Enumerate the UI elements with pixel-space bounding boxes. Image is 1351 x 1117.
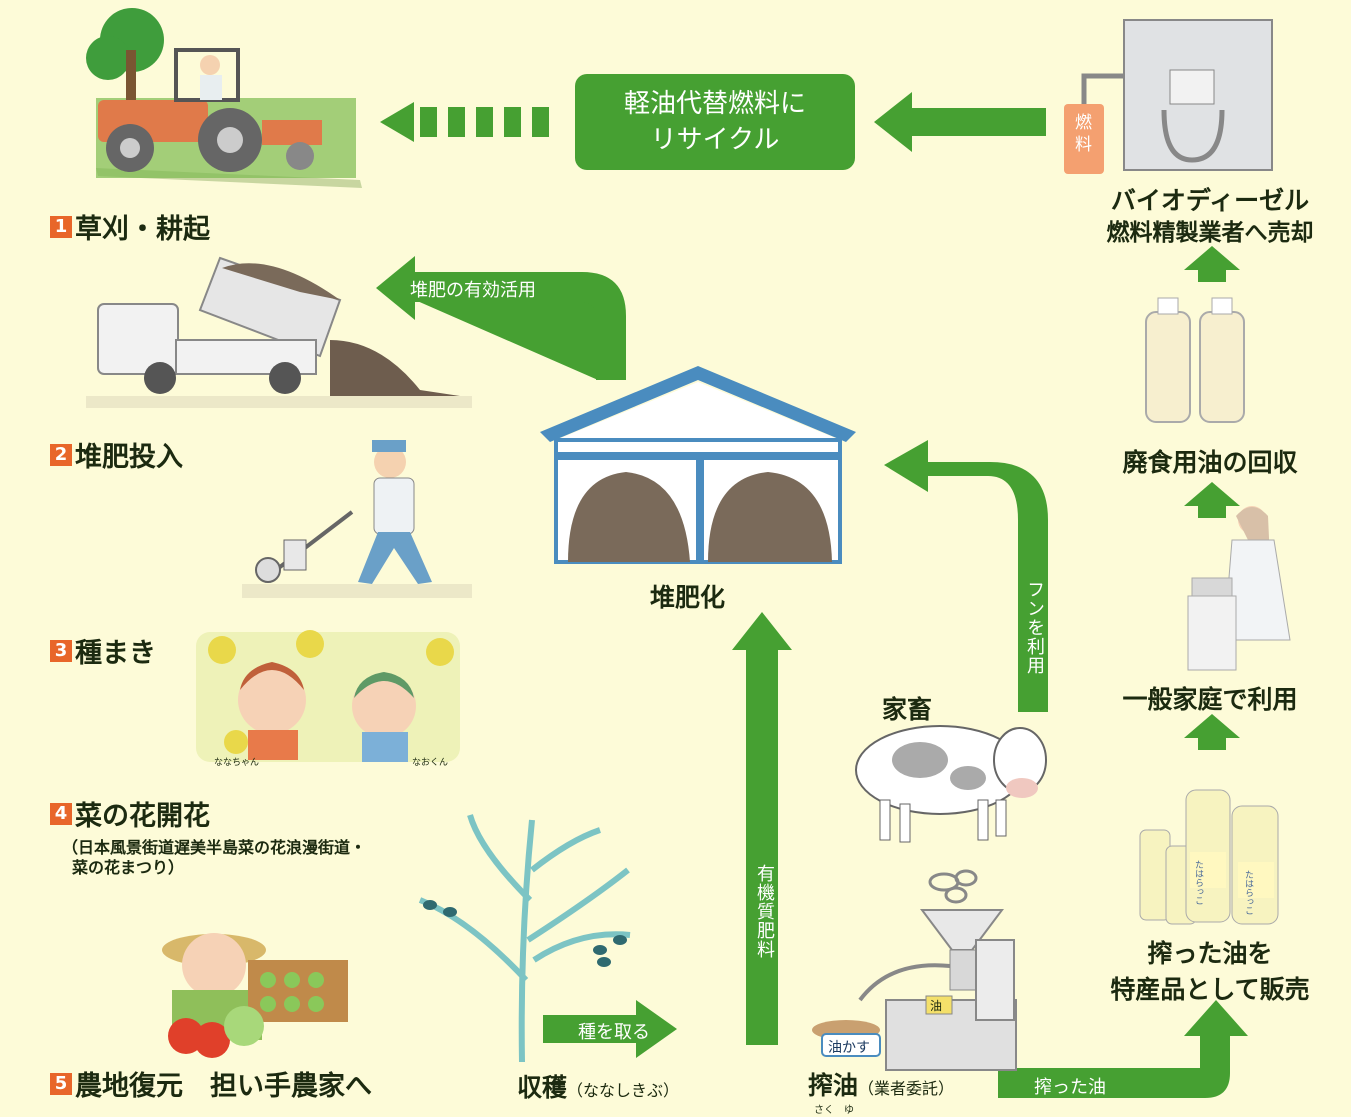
oil-press-illustration [812,869,1017,1071]
product-bottles [1139,789,1279,925]
waste-oil-bottles [1145,297,1245,423]
step-4-note-line-1: （日本風景街道遅美半島菜の花浪漫街道・ [62,838,367,857]
step-1-number: 1 [50,215,72,238]
step-1-label: 1 草刈・耕起 [50,207,210,246]
step-2-label: 2 堆肥投入 [50,435,183,474]
arrow-label-use-dung: フンを利用 [1024,580,1045,675]
harvest-main: 収穫 [517,1073,568,1102]
pressing-label: 搾油（業者委託） [808,1066,954,1102]
specialty-line-2: 特産品として販売 [1110,975,1310,1004]
arrow-compost-use-body [376,256,626,380]
oil-can-label: 油 [930,999,943,1013]
oil-cake-label: 油かす [828,1040,870,1056]
up-arrow-1 [1184,246,1240,282]
dump-truck-illustration [86,256,472,408]
fuel-box-line-2: リサイクル [650,125,780,155]
livestock-label: 家畜 [882,695,933,724]
seeder-illustration [242,440,472,598]
kid-name-right: なおくん [412,758,449,768]
tractor-illustration [86,8,362,188]
pressing-main: 搾油 [808,1071,859,1100]
fuel-box-line-1: 軽油代替燃料に [623,89,806,119]
sell-fuel-line-1: バイオディーゼル [1110,186,1310,215]
kid-name-left: ななちゃん [214,758,260,768]
step-2-number: 2 [50,443,72,466]
dashed-arrow-to-tractor [380,102,549,142]
arrow-organic-fertilizer [732,612,792,1045]
kids-illustration [196,630,460,762]
harvest-label: 収穫（ななしきぶ） [517,1068,679,1104]
step-5-text: 農地復元 担い手農家へ [75,1071,372,1102]
specialty-line-1: 搾った油を [1147,939,1273,968]
pressing-sub: （業者委託） [858,1079,955,1098]
arrow-take-seeds [543,1000,677,1058]
arrow-use-dung [884,440,1048,712]
fuel-tank-char-2: 料 [1075,135,1092,155]
arrow-label-organic-fertilizer: 有機質肥料 [754,864,775,959]
step-4-label: 4 菜の花開花 [50,794,210,833]
arrow-label-take-seeds: 種を取る [578,1022,650,1043]
bottle-label-1: たはらっこ [1193,860,1203,905]
arrow-pressed-oil [998,1000,1248,1098]
step-4-text: 菜の花開花 [75,801,210,832]
arrow-compost-use [378,280,598,380]
step-3-label: 3 種まき [50,631,156,670]
collect-oil-label: 廃食用油の回収 [1122,448,1298,477]
arrow-plant-to-fuel [874,92,1046,152]
step-3-number: 3 [50,639,72,662]
home-use-label: 一般家庭で利用 [1122,685,1298,714]
step-4-note-line-2: 菜の花まつり） [72,858,185,877]
step-4-number: 4 [50,802,72,825]
fuel-tank-char-1: 燃 [1075,113,1092,133]
fuel-recycle-box: 軽油代替燃料に リサイクル [575,74,855,170]
sell-fuel-label: バイオディーゼル 燃料精製業者へ売却 [1080,185,1340,249]
step-5-number: 5 [50,1072,72,1095]
arrow-label-compost-use: 堆肥の有効活用 [410,280,536,301]
step-1-text: 草刈・耕起 [75,214,210,245]
sell-fuel-line-2: 燃料精製業者へ売却 [1106,220,1314,246]
biodiesel-plant-illustration [1064,19,1273,174]
cow-illustration [855,725,1047,843]
rapeseed-plant-illustration [418,814,631,1063]
harvest-sub: （ななしきぶ） [567,1081,680,1100]
step-4-note: （日本風景街道遅美半島菜の花浪漫街道・ 菜の花まつり） [62,838,366,878]
fuel-tank-label: 燃 料 [1075,112,1092,156]
up-arrow-2 [1184,482,1240,518]
compost-label: 堆肥化 [650,583,726,612]
step-3-text: 種まき [75,638,156,669]
step-5-label: 5 農地復元 担い手農家へ [50,1064,372,1103]
compost-barn-illustration [540,366,856,564]
bottle-label-2: たはらっこ [1243,870,1253,915]
specialty-label: 搾った油を 特産品として販売 [1080,936,1340,1008]
step-2-text: 堆肥投入 [75,442,183,473]
arrow-label-pressed-oil: 搾った油 [1034,1077,1106,1098]
farmer-illustration [162,933,348,1058]
up-arrow-3 [1184,714,1240,750]
housewife-illustration [1187,506,1291,671]
pressing-ruby: さく ゆ [814,1105,854,1116]
